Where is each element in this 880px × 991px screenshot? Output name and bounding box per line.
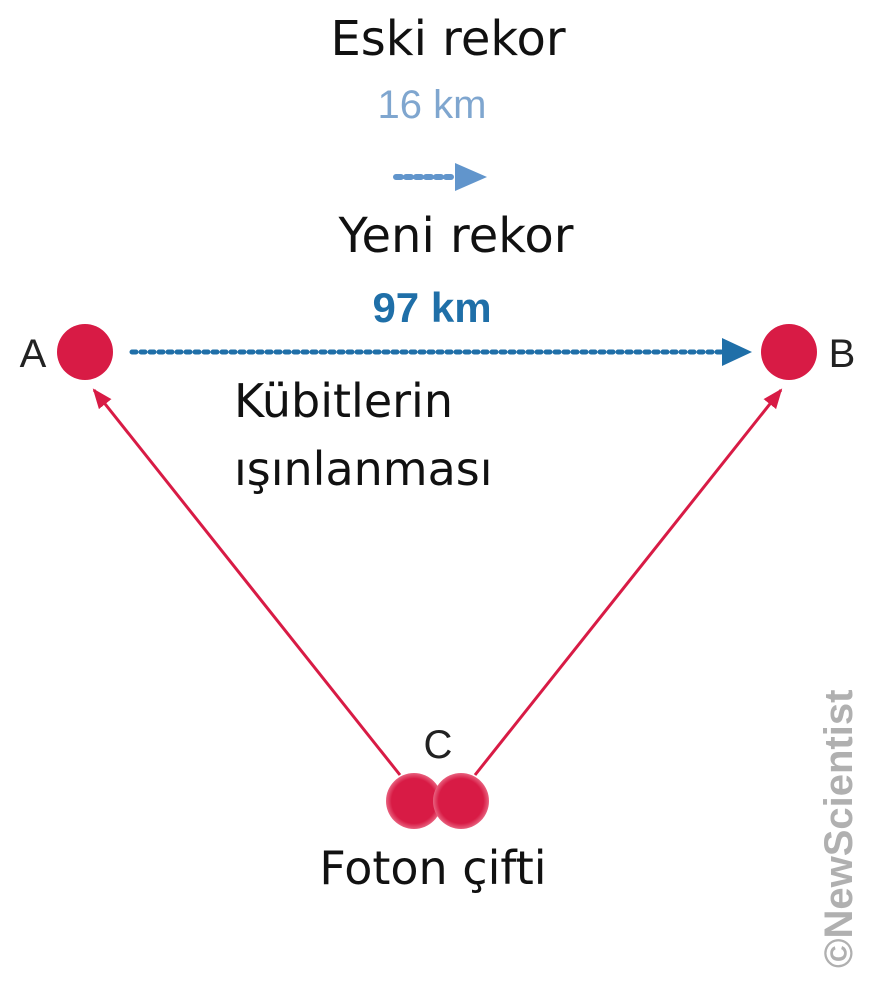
new-record-label: Yeni rekor xyxy=(338,208,574,264)
teleport-arrow-icon xyxy=(129,338,752,366)
old-record-label: Eski rekor xyxy=(330,11,565,67)
old-record-distance: 16 km xyxy=(378,83,487,127)
node-b xyxy=(761,324,817,380)
node-c-label: C xyxy=(424,723,453,767)
photon-path-to-b xyxy=(473,388,783,776)
photon-pair xyxy=(386,773,489,829)
newscientist-watermark: ©NewScientist xyxy=(817,690,861,968)
node-a xyxy=(57,324,113,380)
new-record-distance: 97 km xyxy=(372,284,491,331)
teleport-label-line2: ışınlanması xyxy=(234,442,493,496)
photon-pair-label: Foton çifti xyxy=(319,841,546,895)
node-a-label: A xyxy=(20,332,47,376)
teleport-label-line1: Kübitlerin xyxy=(234,374,453,428)
node-b-label: B xyxy=(829,332,856,376)
old-record-arrow-icon xyxy=(393,163,487,191)
photon-path-to-a xyxy=(92,388,402,776)
